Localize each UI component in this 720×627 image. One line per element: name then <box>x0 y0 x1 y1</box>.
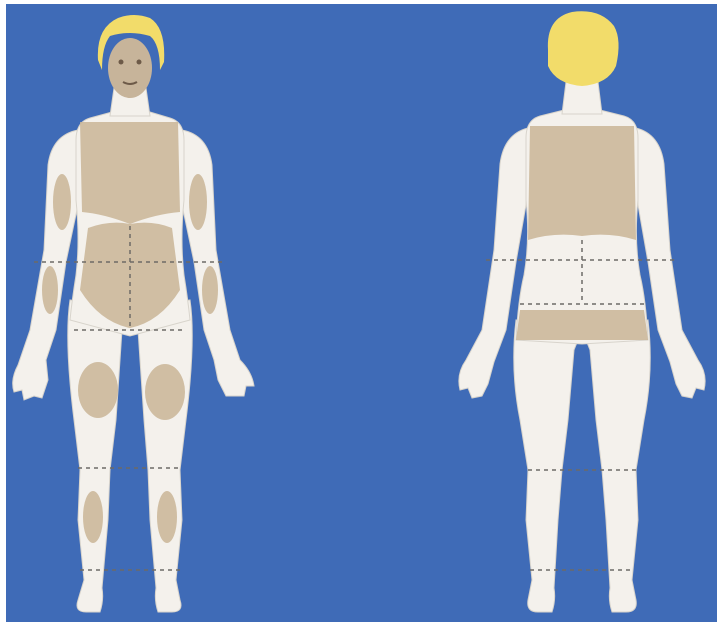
back-hair <box>548 11 619 86</box>
front-right-shin-region <box>157 491 177 543</box>
front-left-shin-region <box>83 491 103 543</box>
back-neck <box>562 82 602 114</box>
front-left-eye <box>119 60 124 65</box>
front-left-thigh-region <box>78 362 118 418</box>
front-right-thigh-region <box>145 364 185 420</box>
front-face <box>108 38 152 98</box>
back-upper-back-region <box>528 126 636 240</box>
back-buttocks-region <box>516 310 648 340</box>
front-right-forearm-region <box>202 266 218 314</box>
front-left-upper-arm-region <box>53 174 71 230</box>
front-right-eye <box>137 60 142 65</box>
front-right-upper-arm-region <box>189 174 207 230</box>
front-chest-region <box>80 122 180 224</box>
front-left-forearm-region <box>42 266 58 314</box>
